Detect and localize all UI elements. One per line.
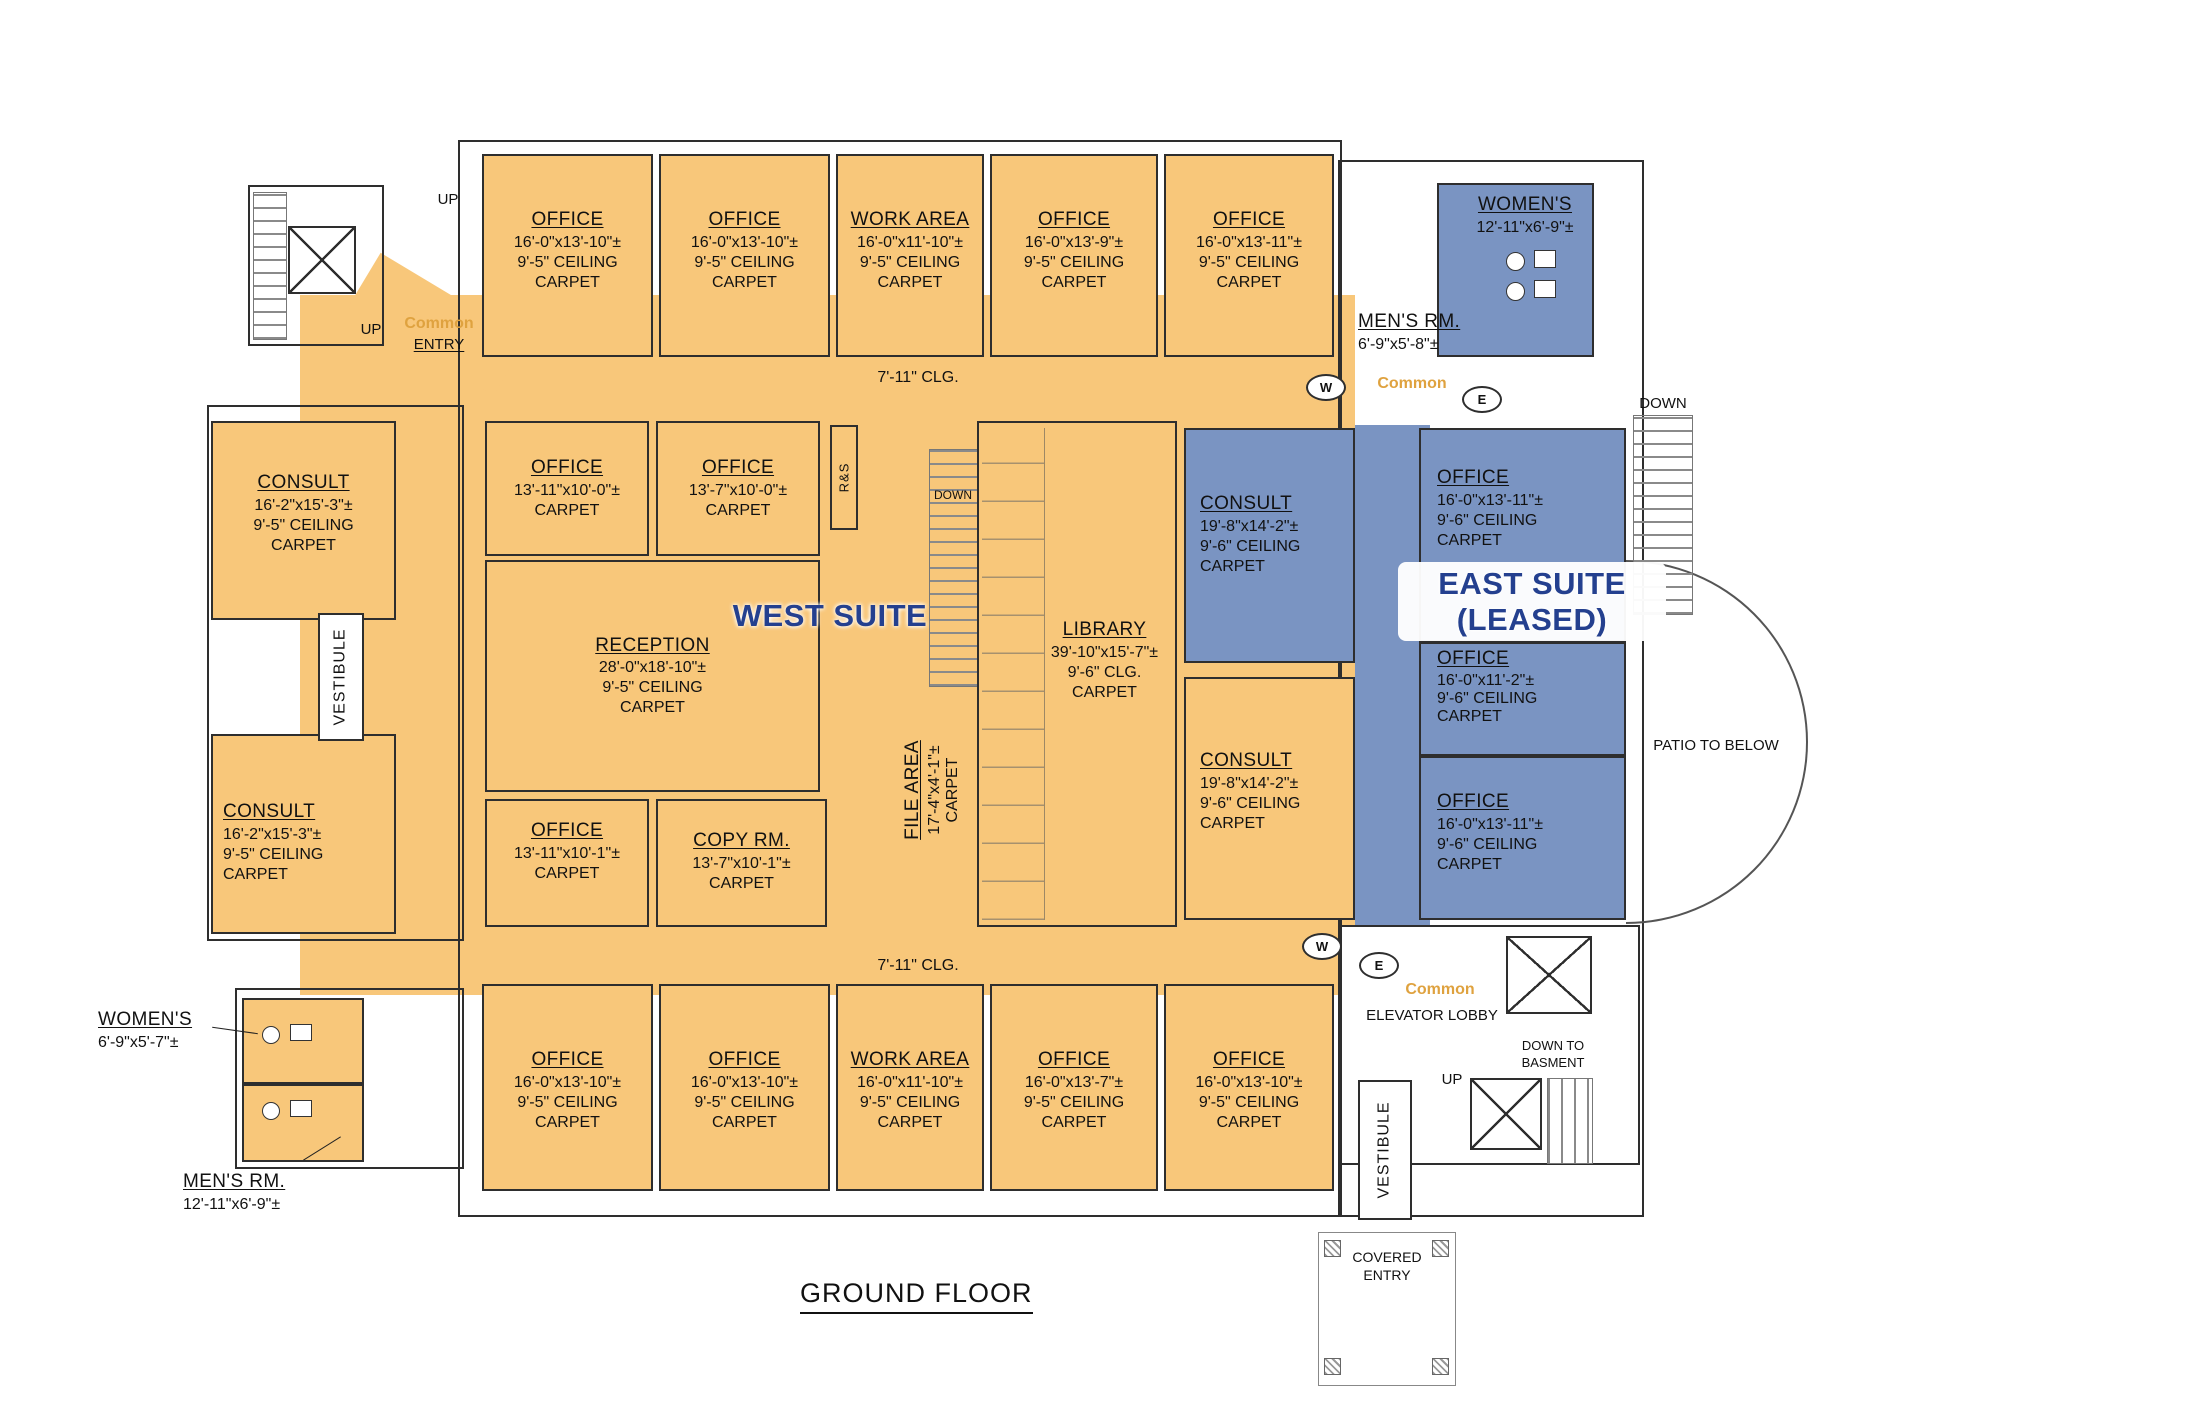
building-outline-west-wing <box>207 405 464 941</box>
patio-label: PATIO TO BELOW <box>1653 737 1779 754</box>
up-label-lobby: UP <box>1441 1071 1463 1088</box>
sink-icon <box>262 1102 280 1120</box>
toilet-icon <box>1534 250 1556 268</box>
common-entry-line2: ENTRY <box>413 335 465 353</box>
room-copy: COPY RM.13'-7"x10'-1"±CARPET <box>656 799 827 927</box>
west-suite-title: WEST SUITE <box>732 598 928 633</box>
elevator-lobby-shaft <box>1506 936 1592 1014</box>
elevator-lobby-label: ELEVATOR LOBBY <box>1366 1007 1498 1024</box>
sink-icon <box>1506 282 1525 301</box>
covered-entry-label: COVERED ENTRY <box>1328 1248 1446 1284</box>
common-label-bottom: Common <box>1405 981 1475 998</box>
room-mens-southwest <box>242 1084 364 1162</box>
up-label-stairs-nw: UP <box>437 191 459 208</box>
room-vestibule-south: VESTIBULE <box>1358 1080 1412 1220</box>
west-marker-bottom: W <box>1302 933 1342 960</box>
down-to-line1: DOWN TO <box>1521 1038 1585 1053</box>
up-label-entry: UP <box>360 321 382 338</box>
corridor-bottom-ceiling-label: 7'-11" CLG. <box>877 957 959 974</box>
down-to-basement-label: DOWN TO BASMENT <box>1498 1038 1608 1072</box>
building-outline-sw-wing <box>235 988 464 1169</box>
corridor-top-ceiling-label: 7'-11" CLG. <box>877 369 959 386</box>
vestibule-west-label: VESTIBULE <box>332 628 349 726</box>
mens-sw-label: MEN'S RM.12'-11"x6'-9"± <box>183 1171 286 1213</box>
east-suite-corridor-area <box>1355 425 1430 925</box>
rs-label: R&S <box>836 462 852 493</box>
west-marker-top: W <box>1306 374 1346 401</box>
down-label-east-stairs: DOWN <box>1639 395 1687 412</box>
east-marker-top: E <box>1462 386 1502 413</box>
common-label-top: Common <box>1377 375 1447 392</box>
common-entry-label: Common ENTRY <box>384 314 494 354</box>
east-suite-title-line1: EAST SUITE <box>1438 566 1626 601</box>
covered-entry-area <box>1318 1232 1456 1386</box>
stairs-library-down <box>929 449 979 687</box>
toilet-icon <box>290 1100 312 1117</box>
covered-entry-line2: ENTRY <box>1363 1267 1411 1284</box>
sheet-title: GROUND FLOOR <box>800 1278 1033 1314</box>
down-label-library-stairs: DOWN <box>934 488 972 502</box>
covered-entry-line1: COVERED <box>1352 1249 1422 1265</box>
entry-post <box>1324 1240 1341 1257</box>
east-suite-title-line2: (LEASED) <box>1456 601 1608 637</box>
down-to-line2: BASMENT <box>1521 1054 1585 1070</box>
stairs-to-basement <box>1547 1078 1593 1164</box>
vestibule-south-label: VESTIBULE <box>1376 1101 1393 1199</box>
elevator-northwest <box>288 226 356 294</box>
stairs-northwest <box>253 192 287 340</box>
elevator-basement-shaft <box>1470 1078 1542 1150</box>
west-suite-floor-area <box>300 295 1355 995</box>
mens-ne-label: MEN'S RM.6'-9"x5'-8"± <box>1358 311 1461 353</box>
room-womens-southwest <box>242 998 364 1084</box>
toilet-icon <box>1534 280 1556 298</box>
entry-post <box>1432 1358 1449 1375</box>
room-vestibule-west: VESTIBULE <box>318 613 364 741</box>
east-marker-bottom: E <box>1359 952 1399 979</box>
sink-icon <box>1506 252 1525 271</box>
building-outline-stair-nw <box>248 185 384 346</box>
entry-post <box>1324 1358 1341 1375</box>
entry-post <box>1432 1240 1449 1257</box>
sink-icon <box>262 1026 280 1044</box>
room-rs-closet: R&S <box>830 425 858 530</box>
east-suite-title: EAST SUITE (LEASED) <box>1398 562 1666 642</box>
toilet-icon <box>290 1024 312 1041</box>
common-entry-line1: Common <box>404 315 474 332</box>
library-shelves <box>982 428 1045 920</box>
